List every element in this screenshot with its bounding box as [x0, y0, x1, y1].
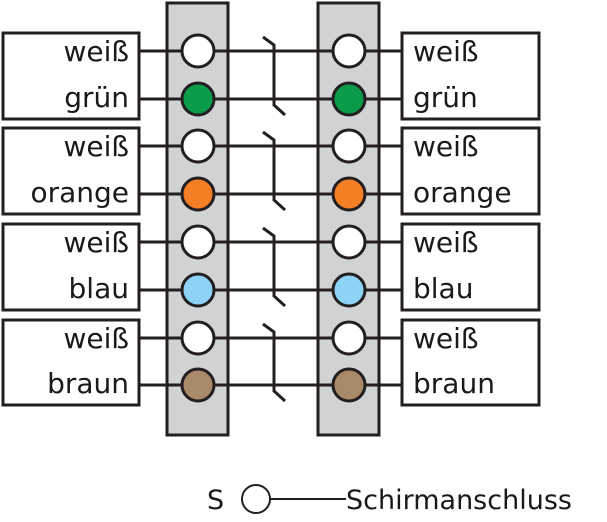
twisted-pair-marker: [262, 322, 287, 403]
left-label-pair4-a: weiß: [63, 322, 129, 355]
left-pin: [180, 176, 216, 212]
left-pin: [180, 33, 216, 69]
left-pin: [180, 128, 216, 164]
right-label-pair2-a: weiß: [413, 130, 479, 163]
right-label-pair3-b: blau: [413, 272, 473, 305]
left-label-pair1-a: weiß: [63, 35, 129, 68]
right-pin: [331, 176, 367, 212]
left-pair-box: [1, 222, 141, 312]
right-pin: [331, 128, 367, 164]
left-label-pair2-b: orange: [30, 176, 129, 209]
right-pair-box: [400, 222, 541, 312]
right-pin: [331, 367, 367, 403]
twisted-pair-marker: [262, 35, 287, 117]
twisted-pair-marker: [262, 130, 287, 212]
pins: [180, 33, 367, 403]
left-pair-box: [1, 318, 141, 407]
left-pin: [180, 272, 216, 308]
twisted-pair-marker: [262, 226, 287, 308]
right-pin: [331, 81, 367, 117]
shield-terminal-icon: [241, 484, 271, 514]
left-label-pair4-b: braun: [47, 367, 129, 400]
right-pin: [331, 33, 367, 69]
left-pin: [180, 320, 216, 356]
left-label-pair3-a: weiß: [63, 226, 129, 259]
left-terminal-strip: [165, 1, 230, 437]
legend-symbol: S: [207, 485, 224, 516]
left-label-pair2-a: weiß: [63, 130, 129, 163]
left-pin: [180, 367, 216, 403]
right-pin: [331, 224, 367, 260]
left-label-pair3-b: blau: [69, 272, 129, 305]
right-label-pair3-a: weiß: [413, 226, 479, 259]
right-label-pair1-a: weiß: [413, 35, 479, 68]
twist-markers: [262, 35, 287, 403]
left-pin: [180, 224, 216, 260]
left-pair-box: [1, 31, 141, 121]
right-label-pair1-b: grün: [413, 81, 478, 114]
right-label-pair2-b: orange: [413, 176, 512, 209]
right-label-pair4-b: braun: [413, 367, 495, 400]
right-pair-box: [400, 31, 541, 121]
legend-text: Schirmanschluss: [346, 485, 572, 516]
left-pin: [180, 81, 216, 117]
right-pin: [331, 272, 367, 308]
right-pair-box: [400, 318, 541, 407]
right-pair-box: [400, 126, 541, 216]
right-pin: [331, 320, 367, 356]
right-label-pair4-a: weiß: [413, 322, 479, 355]
left-pair-box: [1, 126, 141, 216]
left-label-pair1-b: grün: [64, 81, 129, 114]
right-terminal-strip: [316, 1, 381, 437]
label-boxes: [1, 31, 541, 407]
